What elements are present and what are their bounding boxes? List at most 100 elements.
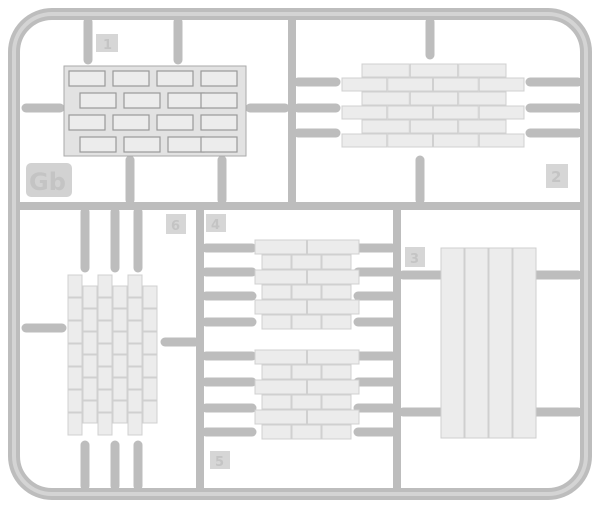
part-number-tags: 1 2 3 4 5 6 Gb (26, 34, 568, 470)
part-6-brick (97, 274, 113, 298)
part-1-brick (68, 70, 106, 87)
part-1-brick (167, 136, 205, 153)
part-1-brick (156, 114, 194, 131)
part-6-brick (142, 354, 158, 378)
brick-parts (63, 63, 537, 440)
part-4-brick (321, 364, 352, 380)
outer-runner-highlight (12, 12, 588, 496)
part-number-1: 1 (103, 38, 112, 53)
sprue-code: Gb (29, 168, 66, 196)
part-2-brick (458, 63, 507, 78)
part-6-brick (67, 389, 83, 413)
part-2-brick (458, 91, 507, 106)
part-6-brick (127, 343, 143, 367)
part-2-brick (409, 63, 459, 78)
part-6-brick (82, 377, 98, 401)
part-2-brick (478, 77, 525, 92)
sprue-gates (21, 17, 583, 491)
part-6-brick (112, 377, 128, 401)
part-4-brick (291, 394, 322, 410)
part-3-plank (512, 247, 537, 439)
part-4-brick (307, 299, 360, 315)
part-4-brick (321, 254, 352, 270)
part-4-brick (307, 269, 360, 285)
part-number-2: 2 (551, 168, 561, 186)
part-number-3: 3 (410, 252, 419, 267)
part-2-brick (387, 105, 433, 120)
part-1-brick (123, 136, 161, 153)
part-4-brick (261, 394, 292, 410)
part-6-brick (82, 400, 98, 424)
part-2-brick (433, 133, 479, 148)
part-4-brick (291, 314, 322, 330)
part-4-brick (307, 239, 360, 255)
part-3-plank (440, 247, 465, 439)
part-1-brick (112, 114, 150, 131)
part-6-brick (112, 331, 128, 355)
part-1-brick (123, 92, 161, 109)
part-6-brick (127, 366, 143, 390)
part-1-brick (167, 92, 205, 109)
part-4-brick (307, 409, 360, 425)
part-4-brick (307, 379, 360, 395)
part-6-brick (67, 366, 83, 390)
part-6-brick (142, 377, 158, 401)
part-1-brick (79, 92, 117, 109)
part-1-brick (200, 136, 238, 153)
part-1-brick (200, 92, 238, 109)
part-2-brick (478, 133, 525, 148)
part-number-6: 6 (171, 219, 180, 234)
part-4-brick (261, 284, 292, 300)
part-2-brick (433, 77, 479, 92)
part-6-brick (82, 354, 98, 378)
part-2-brick (361, 63, 410, 78)
part-6-brick (127, 297, 143, 321)
part-4-brick (254, 269, 307, 285)
part-4-brick (254, 409, 307, 425)
part-6-brick (142, 400, 158, 424)
part-2-brick (478, 105, 525, 120)
part-2-brick (361, 91, 410, 106)
part-6-brick (97, 297, 113, 321)
part-4-brick (291, 424, 322, 440)
sprue-frame (8, 8, 592, 500)
part-2-brick (341, 105, 388, 120)
part-2-brick (387, 133, 433, 148)
part-4-brick (307, 349, 360, 365)
part-2-brick (458, 119, 507, 134)
part-4-brick (321, 284, 352, 300)
part-2-brick (387, 77, 433, 92)
part-6-brick (97, 320, 113, 344)
part-1-brick (200, 114, 238, 131)
part-6-brick (127, 389, 143, 413)
part-2-brick (409, 119, 459, 134)
part-6-brick (127, 274, 143, 298)
part-4-brick (254, 239, 307, 255)
part-6-brick (142, 308, 158, 332)
part-3-plank (488, 247, 513, 439)
part-2-brick (341, 133, 388, 148)
part-4-brick (254, 349, 307, 365)
part-6-brick (67, 343, 83, 367)
part-6-brick (82, 308, 98, 332)
part-2-brick (341, 77, 388, 92)
part-6-brick (67, 274, 83, 298)
part-4-brick (254, 299, 307, 315)
part-4-brick (261, 424, 292, 440)
part-6-brick (127, 320, 143, 344)
part-1-brick (68, 114, 106, 131)
part-6-brick (112, 400, 128, 424)
part-4-brick (291, 364, 322, 380)
part-2-brick (361, 119, 410, 134)
part-6-brick (142, 331, 158, 355)
part-4-brick (291, 284, 322, 300)
part-4-brick (261, 364, 292, 380)
part-6-brick (112, 285, 128, 309)
part-6-brick (97, 389, 113, 413)
part-6-brick (67, 320, 83, 344)
part-6-brick (112, 308, 128, 332)
part-6-brick (112, 354, 128, 378)
part-number-5: 5 (215, 455, 224, 470)
part-6-brick (97, 343, 113, 367)
